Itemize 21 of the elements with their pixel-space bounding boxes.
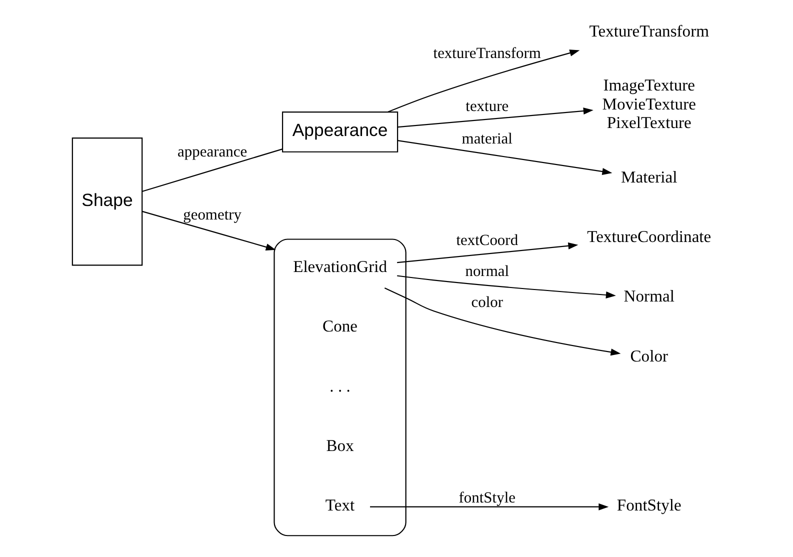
edge-label: textureTransform xyxy=(432,45,540,62)
edge-label: material xyxy=(461,130,512,148)
node-text: Material xyxy=(620,167,677,186)
node-text: Normal xyxy=(623,286,674,306)
node-text: TextureTransform xyxy=(588,21,709,40)
edge-label: fontStyle xyxy=(458,490,515,507)
node-text: Text xyxy=(324,496,354,515)
edge-label: textCoord xyxy=(456,232,518,249)
node-text: Box xyxy=(326,436,354,456)
edge-label: color xyxy=(470,294,503,311)
node-text: TextureCoordinate xyxy=(586,227,711,246)
edge-label: appearance xyxy=(177,144,247,161)
node-text: ImageTexture MovieTexture PixelTexture xyxy=(602,76,696,132)
edge-label: geometry xyxy=(182,206,242,224)
node-text: ElevationGrid xyxy=(292,256,387,276)
node-text: Cone xyxy=(322,316,358,336)
node-text: . . . xyxy=(329,376,350,396)
edge-label: normal xyxy=(464,262,509,280)
node-text: FontStyle xyxy=(616,496,681,515)
edge-label: texture xyxy=(465,98,508,116)
node-text: Color xyxy=(630,346,668,366)
